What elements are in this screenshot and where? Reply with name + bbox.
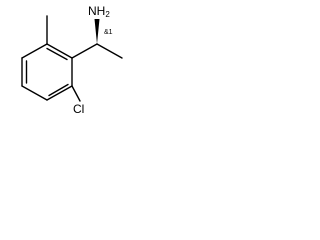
stereocenter-methyl-bond [96,43,123,59]
ring-to-stereocenter-bond [71,43,98,59]
amine-subscript-label: 2 [105,10,110,19]
ring-bond-c5-c6 [46,85,73,101]
ring-bond-c2-c3 [21,43,48,59]
chlorine-label: Cl [73,102,84,116]
amine-main-label: NH [88,4,105,18]
ring-bond-c4-c5 [21,85,48,101]
stereo-annotation: &1 [104,29,113,36]
ring-bond-c1-c2 [46,43,73,59]
amine-label: NH2 [88,4,110,19]
wedge-bond-icon [94,19,100,44]
ring-double-bond-c1-c2 [46,47,68,61]
chlorine-bond [71,85,81,102]
ring-double-bond-c5-c6 [48,83,69,97]
molecule-structure: NH2 &1 Cl [21,4,123,116]
